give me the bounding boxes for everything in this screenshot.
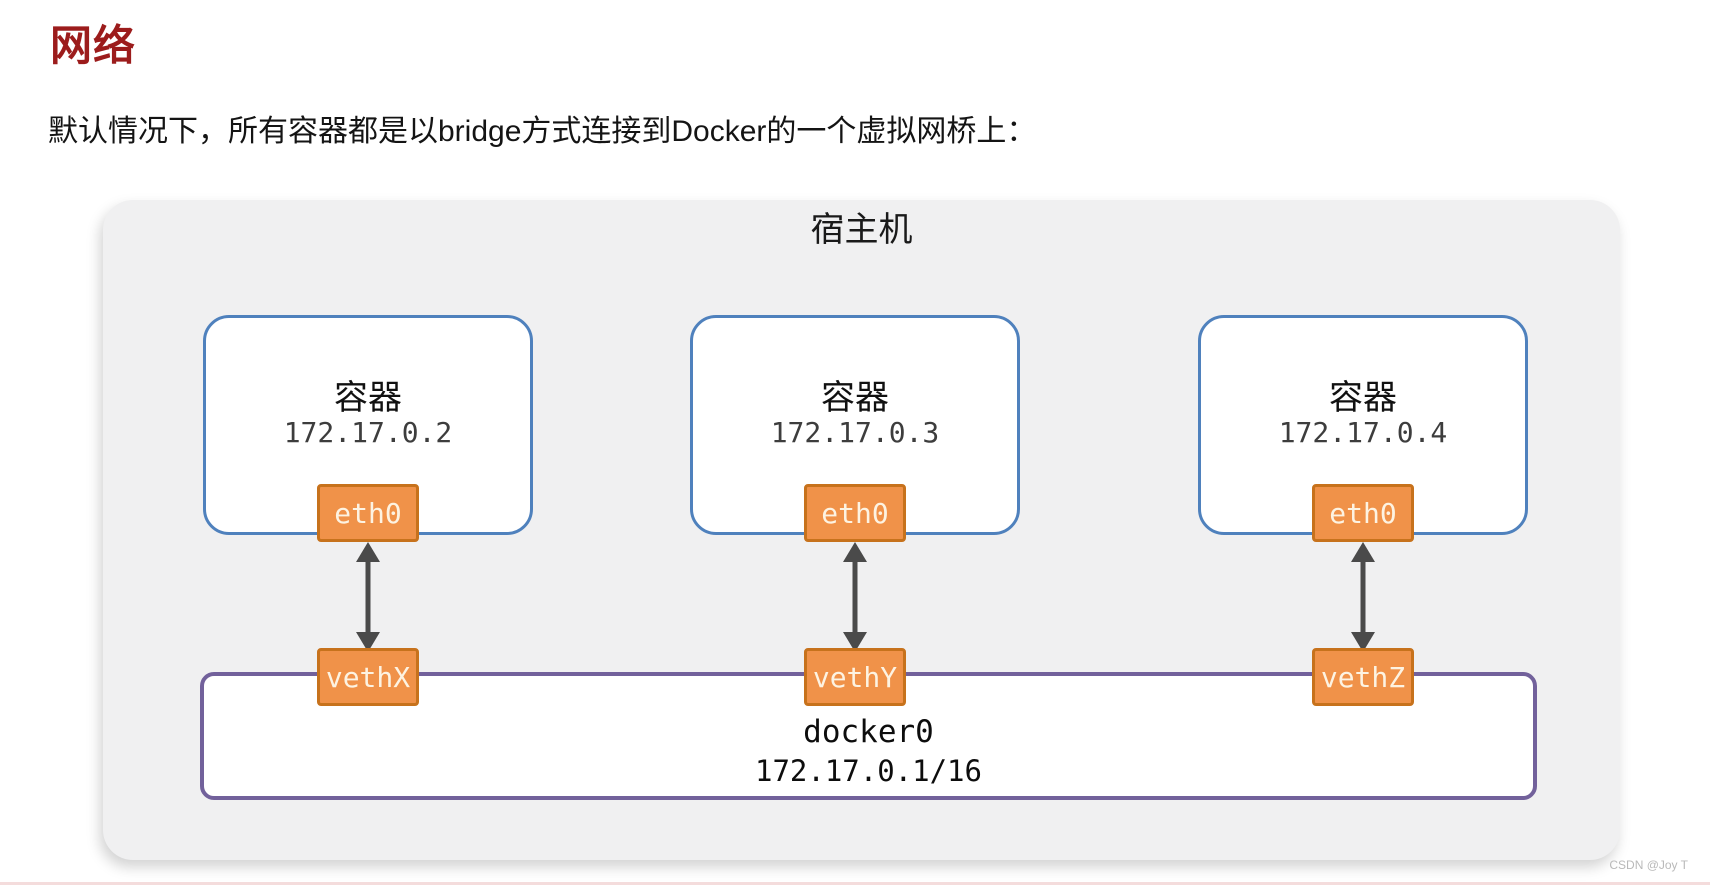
page-title: 网络: [50, 22, 137, 69]
eth0-box-2: eth0: [804, 484, 906, 542]
container-label: 容器: [1329, 379, 1397, 417]
intro-text: 默认情况下，所有容器都是以bridge方式连接到Docker的一个虚拟网桥上：: [48, 115, 1037, 148]
container-box-1: 容器 172.17.0.2: [203, 315, 533, 535]
bridge-cidr: 172.17.0.1/16: [755, 754, 982, 788]
container-ip: 172.17.0.3: [770, 416, 940, 449]
bridge-name: docker0: [803, 714, 934, 750]
double-arrow-icon: [356, 542, 380, 652]
vethZ-box: vethZ: [1312, 648, 1414, 706]
double-arrow-icon: [1351, 542, 1375, 652]
container-ip: 172.17.0.2: [283, 416, 453, 449]
container-label: 容器: [334, 379, 402, 417]
container-label: 容器: [821, 379, 889, 417]
bottom-divider: [0, 882, 1710, 885]
host-label: 宿主机: [810, 211, 913, 249]
watermark: CSDN @Joy T: [1609, 858, 1688, 872]
vethY-box: vethY: [804, 648, 906, 706]
vethX-box: vethX: [317, 648, 419, 706]
eth0-box-1: eth0: [317, 484, 419, 542]
container-ip: 172.17.0.4: [1278, 416, 1448, 449]
eth0-box-3: eth0: [1312, 484, 1414, 542]
double-arrow-icon: [843, 542, 867, 652]
container-box-2: 容器 172.17.0.3: [690, 315, 1020, 535]
